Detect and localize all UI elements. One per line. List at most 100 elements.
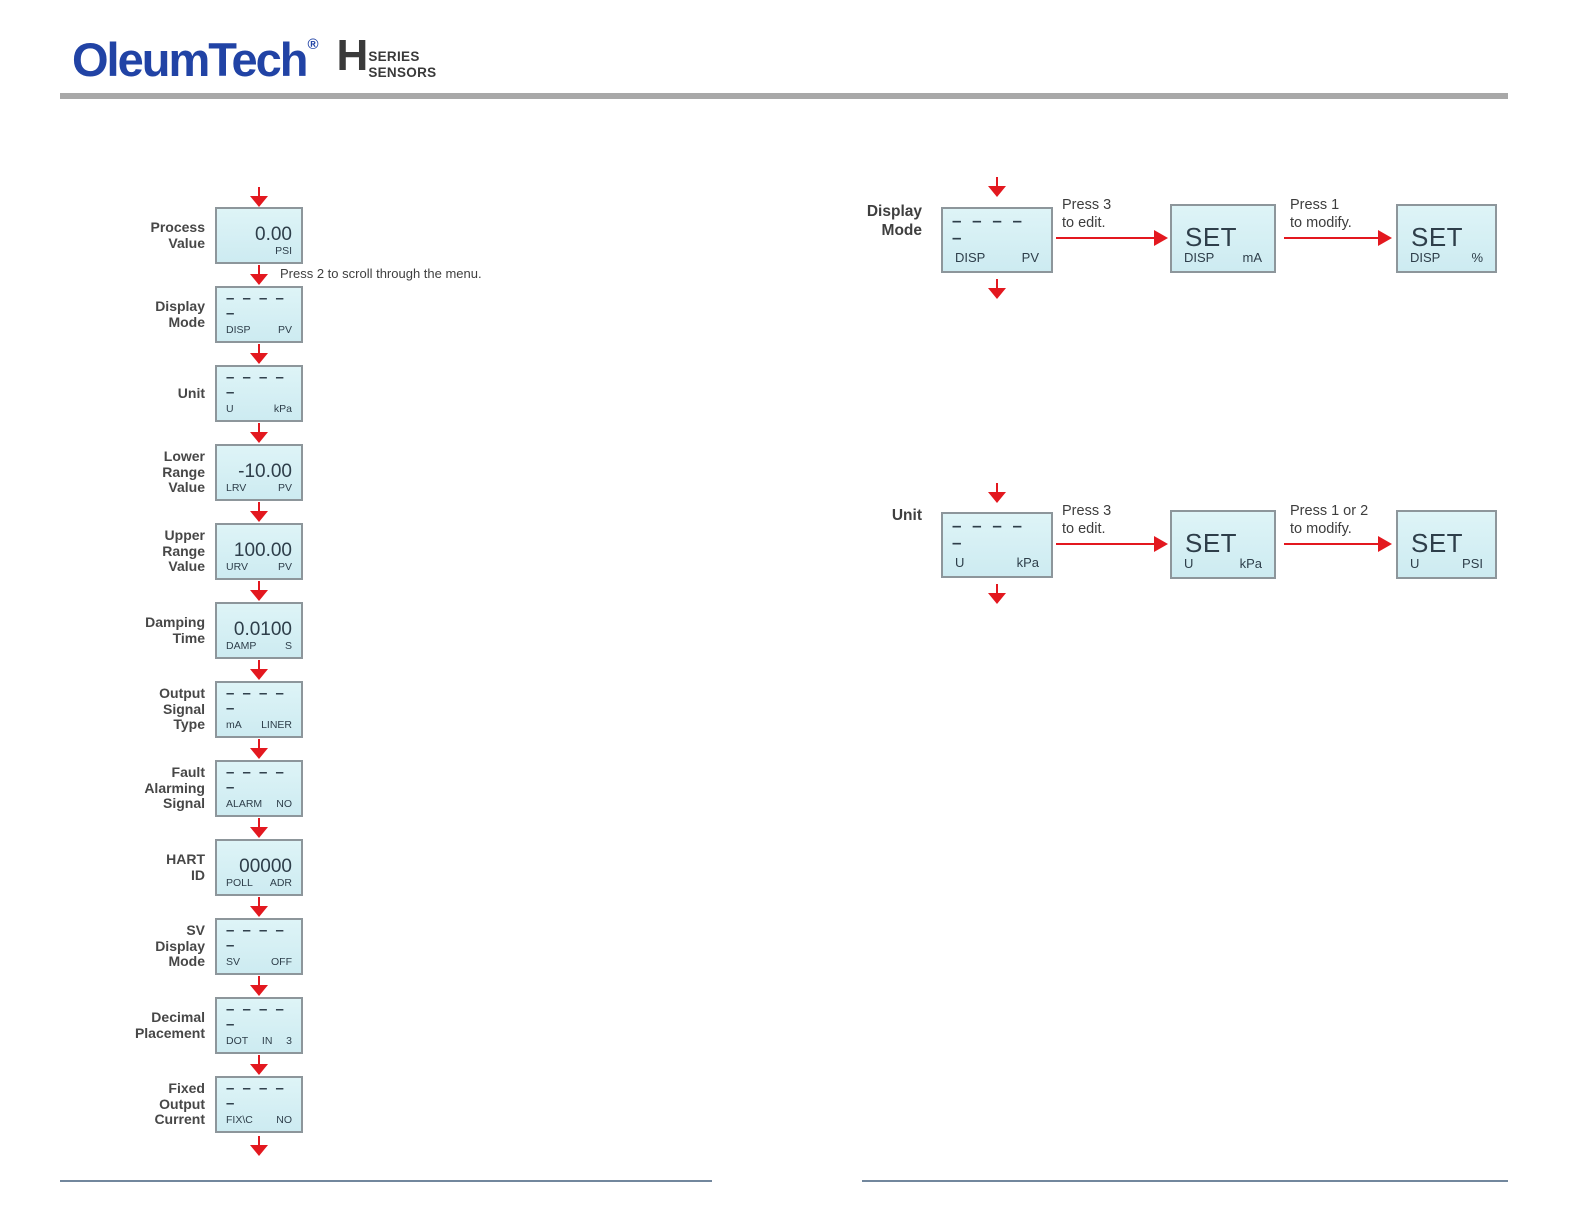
lcd-tag-right: NO [276, 797, 292, 810]
arrow-row [45, 1133, 465, 1159]
arrow-down-icon [250, 581, 268, 601]
lcd-tag-right: kPa [273, 402, 292, 415]
step-label: HART ID [166, 850, 205, 883]
lcd-tag-left: DISP [955, 250, 986, 265]
arrow-down-icon [250, 1055, 268, 1075]
series-sensors-stack: SERIES SENSORS [368, 49, 436, 80]
menu-step-upper-range-value: Upper Range Value 100.00 URV PV [45, 523, 465, 580]
edit-hint: Press 3 to edit. [1062, 503, 1112, 538]
arrow-down-icon [250, 1136, 268, 1156]
lcd-tag-right: S [284, 639, 292, 652]
lcd-dashes: – – – – – [226, 1079, 285, 1112]
arrow-row [45, 501, 465, 523]
arrow-row [45, 422, 465, 444]
footer-divider-right [862, 1180, 1508, 1182]
lcd-tag-right: kPa [1016, 555, 1039, 570]
lcd-tag-left: URV [226, 560, 248, 573]
lcd-tag-left: U [226, 402, 234, 415]
lcd-tag-right: mA [1242, 250, 1263, 265]
arrow-down-icon [250, 976, 268, 996]
lcd-screen: 100.00 URV PV [215, 523, 303, 580]
arrow-down-icon [988, 483, 1006, 503]
lcd-tag-left: U [1410, 556, 1420, 571]
lcd-dashes: – – – – – [226, 289, 285, 322]
lcd-dashes: – – – – – [226, 1000, 285, 1033]
lcd-tag-right: kPa [1239, 556, 1262, 571]
arrow-row [45, 186, 465, 207]
lcd-dashes: – – – – – [226, 684, 285, 717]
lcd-value: 100.00 [233, 539, 292, 561]
lcd-tag-right: PV [277, 323, 292, 336]
arrow-down-icon [250, 423, 268, 443]
lcd-value: 0.0100 [233, 618, 292, 640]
arrow-right-icon [1056, 230, 1168, 246]
lcd-tag-right: PV [277, 560, 292, 573]
lcd-value: 0.00 [255, 223, 292, 245]
arrow-row [45, 975, 465, 997]
menu-step-process-value: Process Value 0.00 PSI [45, 207, 465, 264]
step-label: Process Value [150, 218, 205, 251]
lcd-value: SET [1411, 222, 1464, 252]
brand-wordmark: OleumTech [72, 33, 308, 86]
lcd-tag-mid: IN [261, 1034, 273, 1047]
lcd-screen: – – – – – DISP PV [215, 286, 303, 343]
modify-hint: Press 1 to modify. [1290, 197, 1352, 232]
flow-label-unit: Unit [891, 507, 922, 524]
arrow-right-icon [1056, 536, 1168, 552]
lcd-dashes: – – – – – [226, 763, 285, 796]
lcd-tag-right: PSI [1462, 556, 1483, 571]
edit-hint: Press 3 to edit. [1062, 197, 1112, 232]
lcd-value: SET [1411, 528, 1464, 558]
lcd-value: -10.00 [238, 460, 292, 482]
step-label: Fixed Output Current [154, 1079, 205, 1128]
lcd-tag-left: DISP [226, 323, 251, 336]
lcd-tag-left: U [955, 555, 965, 570]
lcd-dashes: – – – – – [226, 921, 285, 954]
step-label: Unit [177, 384, 205, 401]
lcd-screen: 0.00 PSI [215, 207, 303, 264]
lcd-tag-right: 3 [286, 1034, 292, 1047]
scroll-hint: Press 2 to scroll through the menu. [280, 266, 482, 281]
flow-label-display-mode: Display Mode [866, 203, 922, 239]
lcd-tag-left: DISP [1410, 250, 1441, 265]
lcd-value: SET [1185, 222, 1238, 252]
lcd-tag-left: DAMP [226, 639, 257, 652]
lcd-tag-left: ALARM [226, 797, 263, 810]
lcd-tag-right: LINER [261, 718, 292, 731]
step-label: Upper Range Value [162, 526, 205, 575]
lcd-value: 00000 [239, 855, 292, 877]
arrow-down-icon [250, 739, 268, 759]
step-label: Lower Range Value [162, 447, 205, 496]
arrow-right-icon [1284, 230, 1392, 246]
lcd-screen: 0.0100 DAMP S [215, 602, 303, 659]
arrow-row [45, 659, 465, 681]
series-text: SERIES [368, 49, 420, 64]
arrow-down-icon [988, 584, 1006, 604]
registered-mark-icon: ® [307, 36, 319, 53]
arrow-row [45, 738, 465, 760]
arrow-row: Press 2 to scroll through the menu. [45, 264, 482, 286]
lcd-tag-right: NO [276, 1113, 292, 1126]
lcd-tag-left: DOT [226, 1034, 249, 1047]
step-label: Output Signal Type [159, 684, 205, 733]
sensors-text: SENSORS [368, 64, 437, 80]
lcd-tag-left: U [1184, 556, 1194, 571]
menu-flow-column: Process Value 0.00 PSI Press 2 to scroll… [45, 186, 482, 1159]
arrow-down-icon [250, 660, 268, 680]
